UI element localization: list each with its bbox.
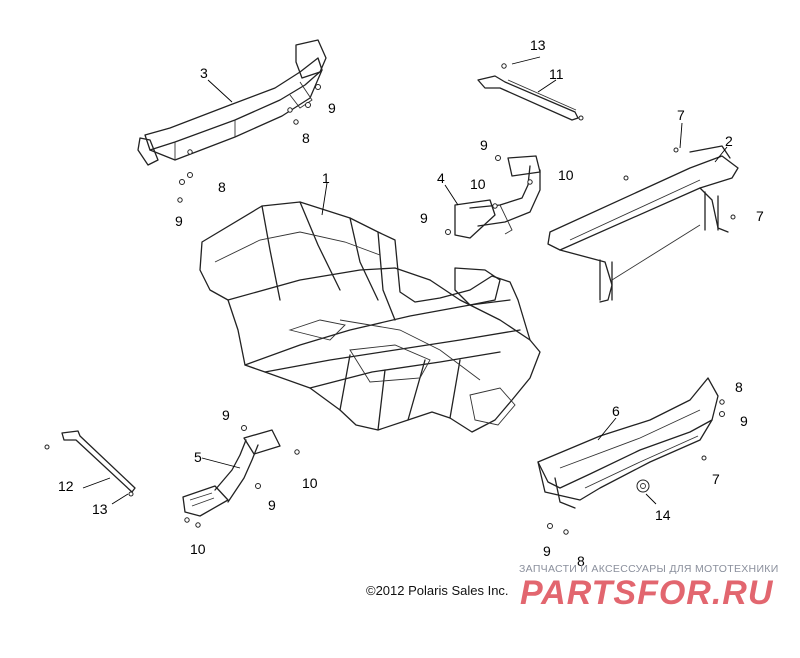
callout-14: 14 bbox=[655, 507, 671, 523]
callout-9-bottom: 9 bbox=[543, 543, 551, 559]
callout-3: 3 bbox=[200, 65, 208, 81]
callout-9-step: 9 bbox=[268, 497, 276, 513]
part-6-rear-skid bbox=[537, 377, 719, 509]
callout-10-step-right: 10 bbox=[302, 475, 318, 491]
callout-9-mid: 9 bbox=[420, 210, 428, 226]
callout-9-step-top: 9 bbox=[222, 407, 230, 423]
part-1-main-frame bbox=[199, 201, 541, 433]
callout-9-mid-top: 9 bbox=[480, 137, 488, 153]
watermark-tagline: ЗАПЧАСТИ И АКСЕССУАРЫ ДЛЯ МОТОТЕХНИКИ bbox=[519, 563, 779, 575]
watermark-logo[interactable]: PARTSFOR.RU bbox=[520, 574, 774, 612]
callout-1: 1 bbox=[322, 170, 330, 186]
callout-7-right: 7 bbox=[756, 208, 764, 224]
part-2-rear-rack bbox=[547, 145, 739, 303]
copyright-notice: ©2012 Polaris Sales Inc. bbox=[366, 583, 509, 598]
fasteners bbox=[177, 84, 736, 535]
part-5-step bbox=[182, 429, 281, 517]
callout-7-lower: 7 bbox=[712, 471, 720, 487]
callout-2: 2 bbox=[725, 133, 733, 149]
callout-8-bottom: 8 bbox=[577, 553, 585, 569]
leader-lines bbox=[82, 56, 728, 505]
callout-4: 4 bbox=[437, 170, 445, 186]
callout-9-right: 9 bbox=[740, 413, 748, 429]
callout-labels: 1 2 3 4 5 6 7 7 7 8 8 8 8 9 9 9 9 9 9 9 … bbox=[58, 37, 764, 569]
part-11-rod bbox=[477, 63, 584, 121]
callout-8-top: 8 bbox=[302, 130, 310, 146]
callout-8-right: 8 bbox=[735, 379, 743, 395]
callout-12: 12 bbox=[58, 478, 74, 494]
part-4-step-bracket bbox=[454, 155, 541, 239]
part-12-rod bbox=[44, 430, 136, 497]
callout-10-step-bottom: 10 bbox=[190, 541, 206, 557]
callout-13-bottom: 13 bbox=[92, 501, 108, 517]
callout-6: 6 bbox=[612, 403, 620, 419]
callout-13-top: 13 bbox=[530, 37, 546, 53]
callout-5: 5 bbox=[194, 449, 202, 465]
callout-11: 11 bbox=[549, 66, 564, 82]
part-3-upper-brace bbox=[137, 39, 327, 166]
callout-8-left: 8 bbox=[218, 179, 226, 195]
callout-10-upper: 10 bbox=[470, 176, 486, 192]
callout-7-top: 7 bbox=[677, 107, 685, 123]
callout-9-left: 9 bbox=[175, 213, 183, 229]
callout-9-top: 9 bbox=[328, 100, 336, 116]
callout-10-upper-right: 10 bbox=[558, 167, 574, 183]
